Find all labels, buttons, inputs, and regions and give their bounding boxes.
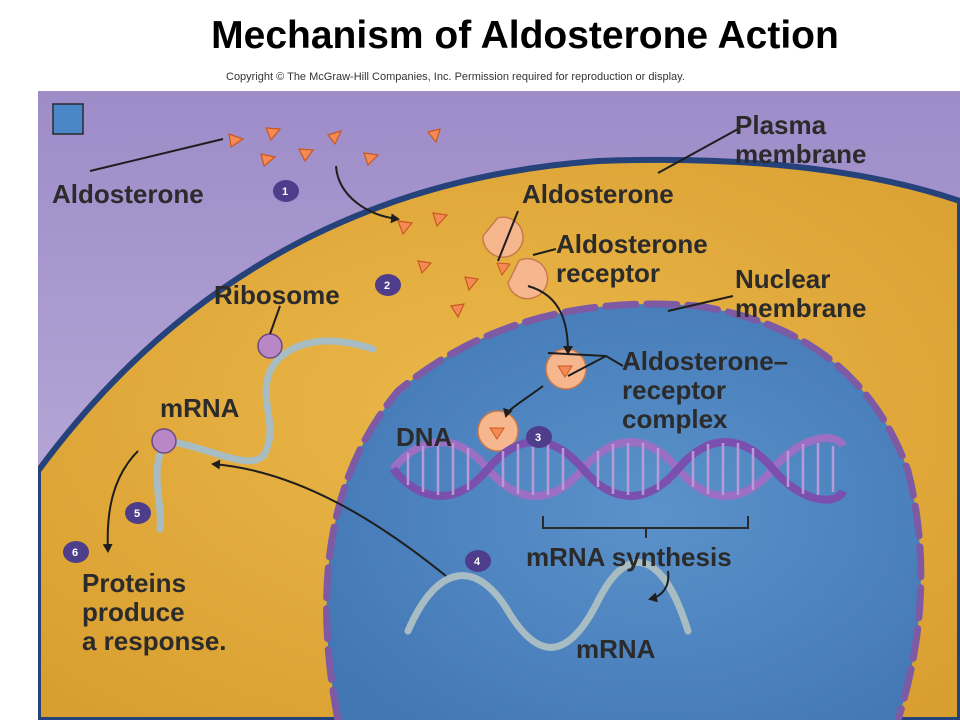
mrna-synthesis-bracket bbox=[542, 516, 749, 538]
corner-square bbox=[52, 103, 84, 135]
label-aldosterone-outside: Aldosterone bbox=[52, 179, 204, 209]
label-nuclear-membrane-line2: membrane bbox=[735, 293, 867, 323]
aldosterone-receptor-complex bbox=[477, 348, 587, 452]
ribosome-upper bbox=[257, 333, 283, 359]
mrna-strand-nucleus bbox=[404, 558, 692, 651]
step-1-badge: 1 bbox=[273, 180, 299, 202]
label-mrna-cytoplasm: mRNA bbox=[160, 393, 240, 423]
label-plasma-membrane-line1: Plasma bbox=[735, 110, 827, 140]
label-receptor-line1: Aldosterone bbox=[556, 229, 708, 259]
label-proteins-line3: a response. bbox=[82, 626, 227, 656]
aldosterone-molecules-outside bbox=[228, 127, 480, 319]
process-arrows bbox=[102, 165, 670, 603]
nucleus bbox=[326, 304, 921, 720]
step-2-badge: 2 bbox=[375, 274, 401, 296]
mrna-strand-cytoplasm bbox=[153, 337, 377, 533]
nuclear-membrane bbox=[323, 300, 925, 720]
step-2-number: 2 bbox=[384, 280, 390, 292]
step-1-number: 1 bbox=[282, 186, 288, 198]
step-badges: 1 2 3 4 5 6 bbox=[63, 180, 552, 572]
label-complex-line2: receptor bbox=[622, 375, 726, 405]
step-6-number: 6 bbox=[72, 547, 78, 559]
label-nuclear-membrane-line1: Nuclear bbox=[735, 264, 830, 294]
label-ribosome: Ribosome bbox=[214, 280, 340, 310]
label-receptor-line2: receptor bbox=[556, 258, 660, 288]
step-3-badge: 3 bbox=[526, 426, 552, 448]
label-mrna-nucleus: mRNA bbox=[576, 634, 656, 664]
label-proteins-line2: produce bbox=[82, 597, 185, 627]
label-mrna-synthesis: mRNA synthesis bbox=[526, 542, 732, 572]
copyright-notice: Copyright © The McGraw-Hill Companies, I… bbox=[226, 71, 685, 83]
dna-helix bbox=[389, 434, 847, 504]
label-complex-line1: Aldosterone– bbox=[622, 346, 788, 376]
step-5-number: 5 bbox=[134, 508, 140, 520]
step-4-number: 4 bbox=[474, 556, 481, 568]
label-dna: DNA bbox=[396, 422, 453, 452]
leader-lines bbox=[89, 128, 739, 377]
step-3-number: 3 bbox=[535, 432, 541, 444]
ribosome-lower bbox=[151, 428, 177, 454]
step-5-badge: 5 bbox=[125, 502, 151, 524]
label-proteins-line1: Proteins bbox=[82, 568, 186, 598]
label-plasma-membrane-line2: membrane bbox=[735, 139, 867, 169]
label-aldosterone-cell: Aldosterone bbox=[522, 179, 674, 209]
aldosterone-mechanism-diagram: 1 2 3 4 5 6 Aldosterone Plasma membrane … bbox=[38, 91, 960, 720]
step-6-badge: 6 bbox=[63, 541, 89, 563]
label-complex-line3: complex bbox=[622, 404, 728, 434]
step-4-badge: 4 bbox=[465, 550, 491, 572]
slide-title: Mechanism of Aldosterone Action bbox=[211, 14, 839, 57]
